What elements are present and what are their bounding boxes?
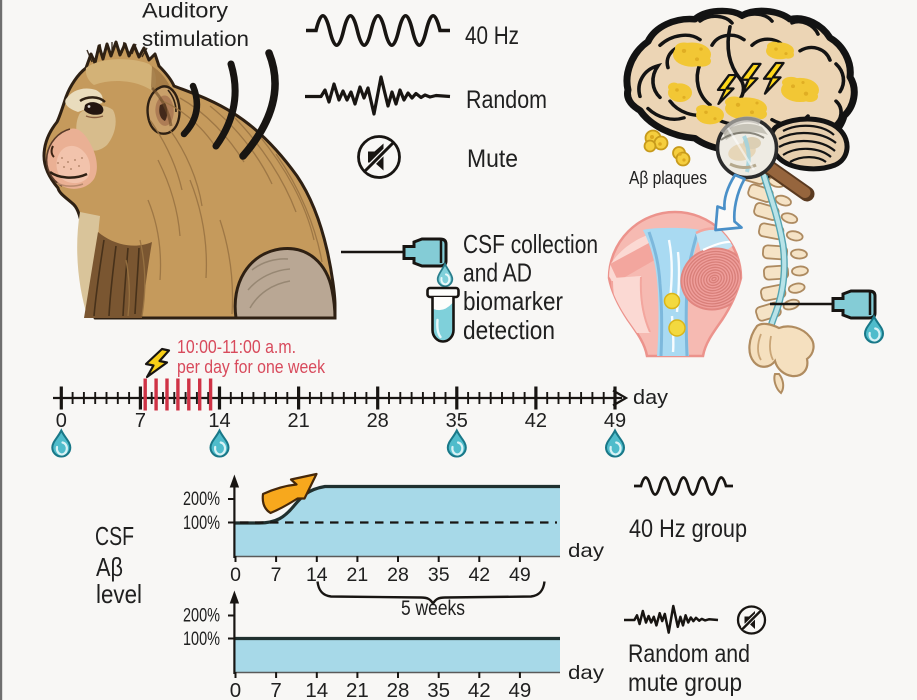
svg-text:14: 14	[305, 679, 328, 700]
svg-text:100%: 100%	[183, 513, 220, 534]
svg-text:10:00-11:00 a.m.: 10:00-11:00 a.m.	[177, 337, 296, 357]
svg-text:200%: 200%	[183, 489, 220, 510]
svg-text:42: 42	[468, 679, 491, 700]
svg-text:21: 21	[346, 679, 369, 700]
svg-text:detection: detection	[463, 315, 555, 345]
svg-text:49: 49	[604, 410, 626, 432]
svg-text:mute group: mute group	[628, 669, 742, 697]
svg-text:day: day	[633, 387, 668, 409]
svg-text:42: 42	[468, 564, 490, 586]
svg-text:and AD: and AD	[463, 258, 532, 288]
svg-text:14: 14	[306, 564, 328, 586]
svg-text:0: 0	[56, 410, 67, 432]
svg-text:Mute: Mute	[467, 145, 518, 173]
svg-text:200%: 200%	[183, 606, 220, 627]
svg-text:42: 42	[525, 410, 547, 432]
svg-text:day: day	[568, 540, 604, 562]
svg-text:per day for one week: per day for one week	[177, 357, 326, 377]
svg-text:7: 7	[271, 564, 282, 586]
svg-text:Aβ plaques: Aβ plaques	[629, 168, 707, 188]
svg-text:49: 49	[509, 564, 531, 586]
svg-text:28: 28	[367, 410, 389, 432]
svg-text:14: 14	[208, 410, 230, 432]
svg-text:0: 0	[230, 679, 241, 700]
svg-text:biomarker: biomarker	[463, 286, 563, 316]
svg-text:CSF collection: CSF collection	[463, 229, 598, 259]
svg-text:28: 28	[387, 564, 409, 586]
svg-text:7: 7	[270, 679, 281, 700]
svg-text:35: 35	[446, 410, 468, 432]
svg-text:Random and: Random and	[628, 640, 750, 668]
svg-text:Auditory: Auditory	[142, 0, 229, 23]
svg-text:21: 21	[347, 564, 369, 586]
svg-text:49: 49	[508, 679, 531, 700]
svg-text:35: 35	[428, 564, 450, 586]
svg-text:stimulation: stimulation	[142, 28, 249, 51]
svg-text:level: level	[96, 579, 142, 609]
svg-text:5 weeks: 5 weeks	[401, 597, 465, 620]
svg-text:40 Hz: 40 Hz	[465, 22, 519, 50]
svg-text:7: 7	[135, 410, 146, 432]
svg-text:28: 28	[387, 679, 410, 700]
svg-text:0: 0	[230, 564, 241, 586]
svg-text:Aβ: Aβ	[96, 552, 123, 582]
svg-text:100%: 100%	[183, 629, 220, 650]
svg-text:35: 35	[427, 679, 450, 700]
svg-text:day: day	[568, 662, 604, 684]
svg-text:Random: Random	[466, 86, 547, 114]
svg-text:CSF: CSF	[95, 521, 134, 551]
svg-text:21: 21	[287, 410, 309, 432]
svg-text:40 Hz group: 40 Hz group	[629, 515, 747, 543]
